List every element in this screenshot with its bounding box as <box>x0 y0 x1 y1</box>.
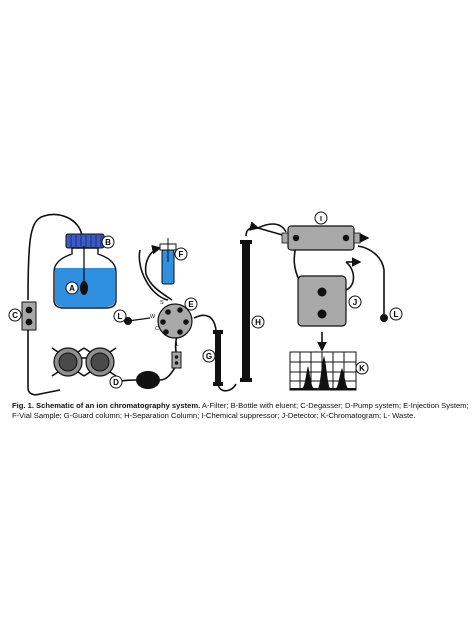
pulse-damper <box>136 371 160 389</box>
svg-text:F: F <box>179 250 184 259</box>
detector <box>297 275 347 327</box>
valve-port-labels: S W C L <box>150 300 179 348</box>
label-l-left: L <box>113 309 127 323</box>
waste-right <box>380 314 388 322</box>
svg-text:H: H <box>255 318 261 327</box>
svg-text:A: A <box>69 284 75 293</box>
label-c: C <box>8 308 22 322</box>
label-d: D <box>109 375 123 389</box>
label-l-right: L <box>389 307 403 321</box>
inline-filter-block <box>171 351 182 369</box>
svg-text:S: S <box>160 300 164 306</box>
svg-text:W: W <box>150 314 156 320</box>
svg-text:L: L <box>176 342 179 348</box>
svg-text:C: C <box>155 326 159 332</box>
label-i: I <box>314 211 328 225</box>
chemical-suppressor <box>281 225 361 251</box>
svg-text:K: K <box>359 364 365 373</box>
svg-text:L: L <box>118 312 123 321</box>
sample-vial <box>159 238 177 285</box>
waste-near-valve <box>124 317 151 325</box>
label-e: E <box>184 297 198 311</box>
injection-valve <box>157 303 193 339</box>
chromatogram <box>289 351 357 391</box>
svg-text:E: E <box>188 300 194 309</box>
figure-caption: Fig. 1. Schematic of an ion chromatograp… <box>12 401 470 421</box>
label-b: B <box>101 235 115 249</box>
degasser <box>21 301 37 331</box>
label-g: G <box>202 349 216 363</box>
pump-head-2 <box>83 347 117 377</box>
chromatogram-trace <box>290 356 356 390</box>
caption-title: Fig. 1. Schematic of an ion chromatograp… <box>12 401 201 410</box>
guard-column <box>213 330 223 386</box>
svg-text:J: J <box>353 298 357 307</box>
label-a: A <box>65 281 79 295</box>
svg-text:D: D <box>113 378 119 387</box>
label-f: F <box>174 247 188 261</box>
svg-text:C: C <box>12 311 18 320</box>
caption-text: A-Filter; B-Bottle with eluent; C-Degass… <box>12 401 469 420</box>
separation-column <box>240 240 252 382</box>
pump-head-1 <box>51 347 85 377</box>
svg-text:B: B <box>105 238 111 247</box>
svg-text:G: G <box>206 352 212 361</box>
label-h: H <box>251 315 265 329</box>
svg-text:L: L <box>394 310 399 319</box>
label-j: J <box>348 295 362 309</box>
label-k: K <box>355 361 369 375</box>
svg-text:I: I <box>320 216 322 223</box>
